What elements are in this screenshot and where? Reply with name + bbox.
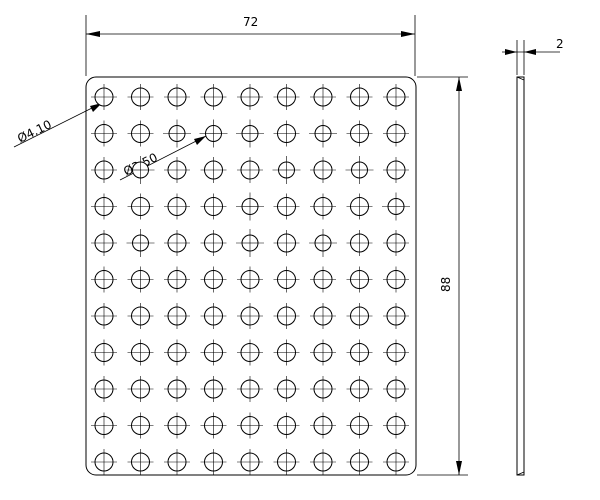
width-dimension: 72 xyxy=(85,15,416,76)
side-view: 2 xyxy=(502,37,564,476)
side-profile xyxy=(516,76,525,476)
height-dimension: 88 xyxy=(417,76,468,476)
large-hole-label: Ø4.10 xyxy=(15,117,54,145)
hole-pattern xyxy=(91,84,410,475)
height-dimension-label: 88 xyxy=(439,277,453,292)
plate-outline xyxy=(85,76,417,476)
width-dimension-label: 72 xyxy=(243,15,258,29)
large-hole-callout: Ø4.10 xyxy=(13,102,103,148)
thickness-dimension-label: 2 xyxy=(556,37,564,51)
